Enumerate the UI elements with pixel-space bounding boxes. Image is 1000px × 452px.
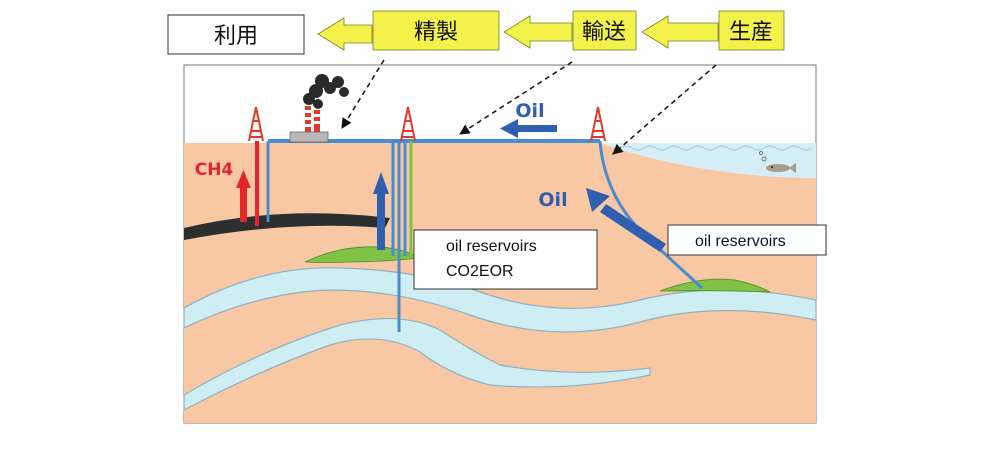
fish-icon [759,151,796,173]
ch4-arrow [236,170,251,222]
factory-icon [289,106,329,143]
flow-label-use: 利用 [214,24,258,49]
callout-center-line1: oil reservoirs [446,238,537,255]
water-layer-upper [183,267,817,333]
sea-surface [619,145,813,151]
pointer-refine [341,59,385,129]
ch4-label: CH4 [195,160,234,180]
flow-label-production: 生産 [729,20,773,45]
smoke-icon [303,74,349,109]
oil-rig-icon [400,106,416,142]
flow-label-refine: 精製 [414,20,458,45]
oil-label-top: Oil [515,100,544,122]
flow-box-refine [372,10,500,51]
pointer-transport [459,61,573,135]
process-flow: 利用 精製 輸送 生産 [167,10,785,55]
oil-rig-icon [590,106,606,142]
coal-seam [184,213,390,240]
water-layer-lower [183,317,651,411]
flow-label-transport: 輸送 [582,20,626,45]
oil-label-mid: Oil [538,189,567,211]
flow-arrow-2 [503,15,573,49]
callout-right [667,224,827,256]
cross-section: Oil Oil CH4 oil reservoirs CO2EOR oil re… [183,59,827,424]
flow-box-use [167,14,305,55]
callout-center [413,229,598,290]
oil-rig-icon [248,106,264,142]
flow-box-production [718,10,785,51]
pointer-production [612,64,717,155]
reservoir-green-right [659,278,771,293]
flow-box-transport [572,10,637,51]
callout-center-line2: CO2EOR [446,263,514,280]
oil-arrow-center [373,172,389,250]
flow-arrow-3 [641,15,719,49]
oil-arrow-right [586,188,666,252]
oil-arrow-top [500,119,557,138]
callout-right-line1: oil reservoirs [695,233,786,250]
flow-arrow-1 [317,17,373,51]
